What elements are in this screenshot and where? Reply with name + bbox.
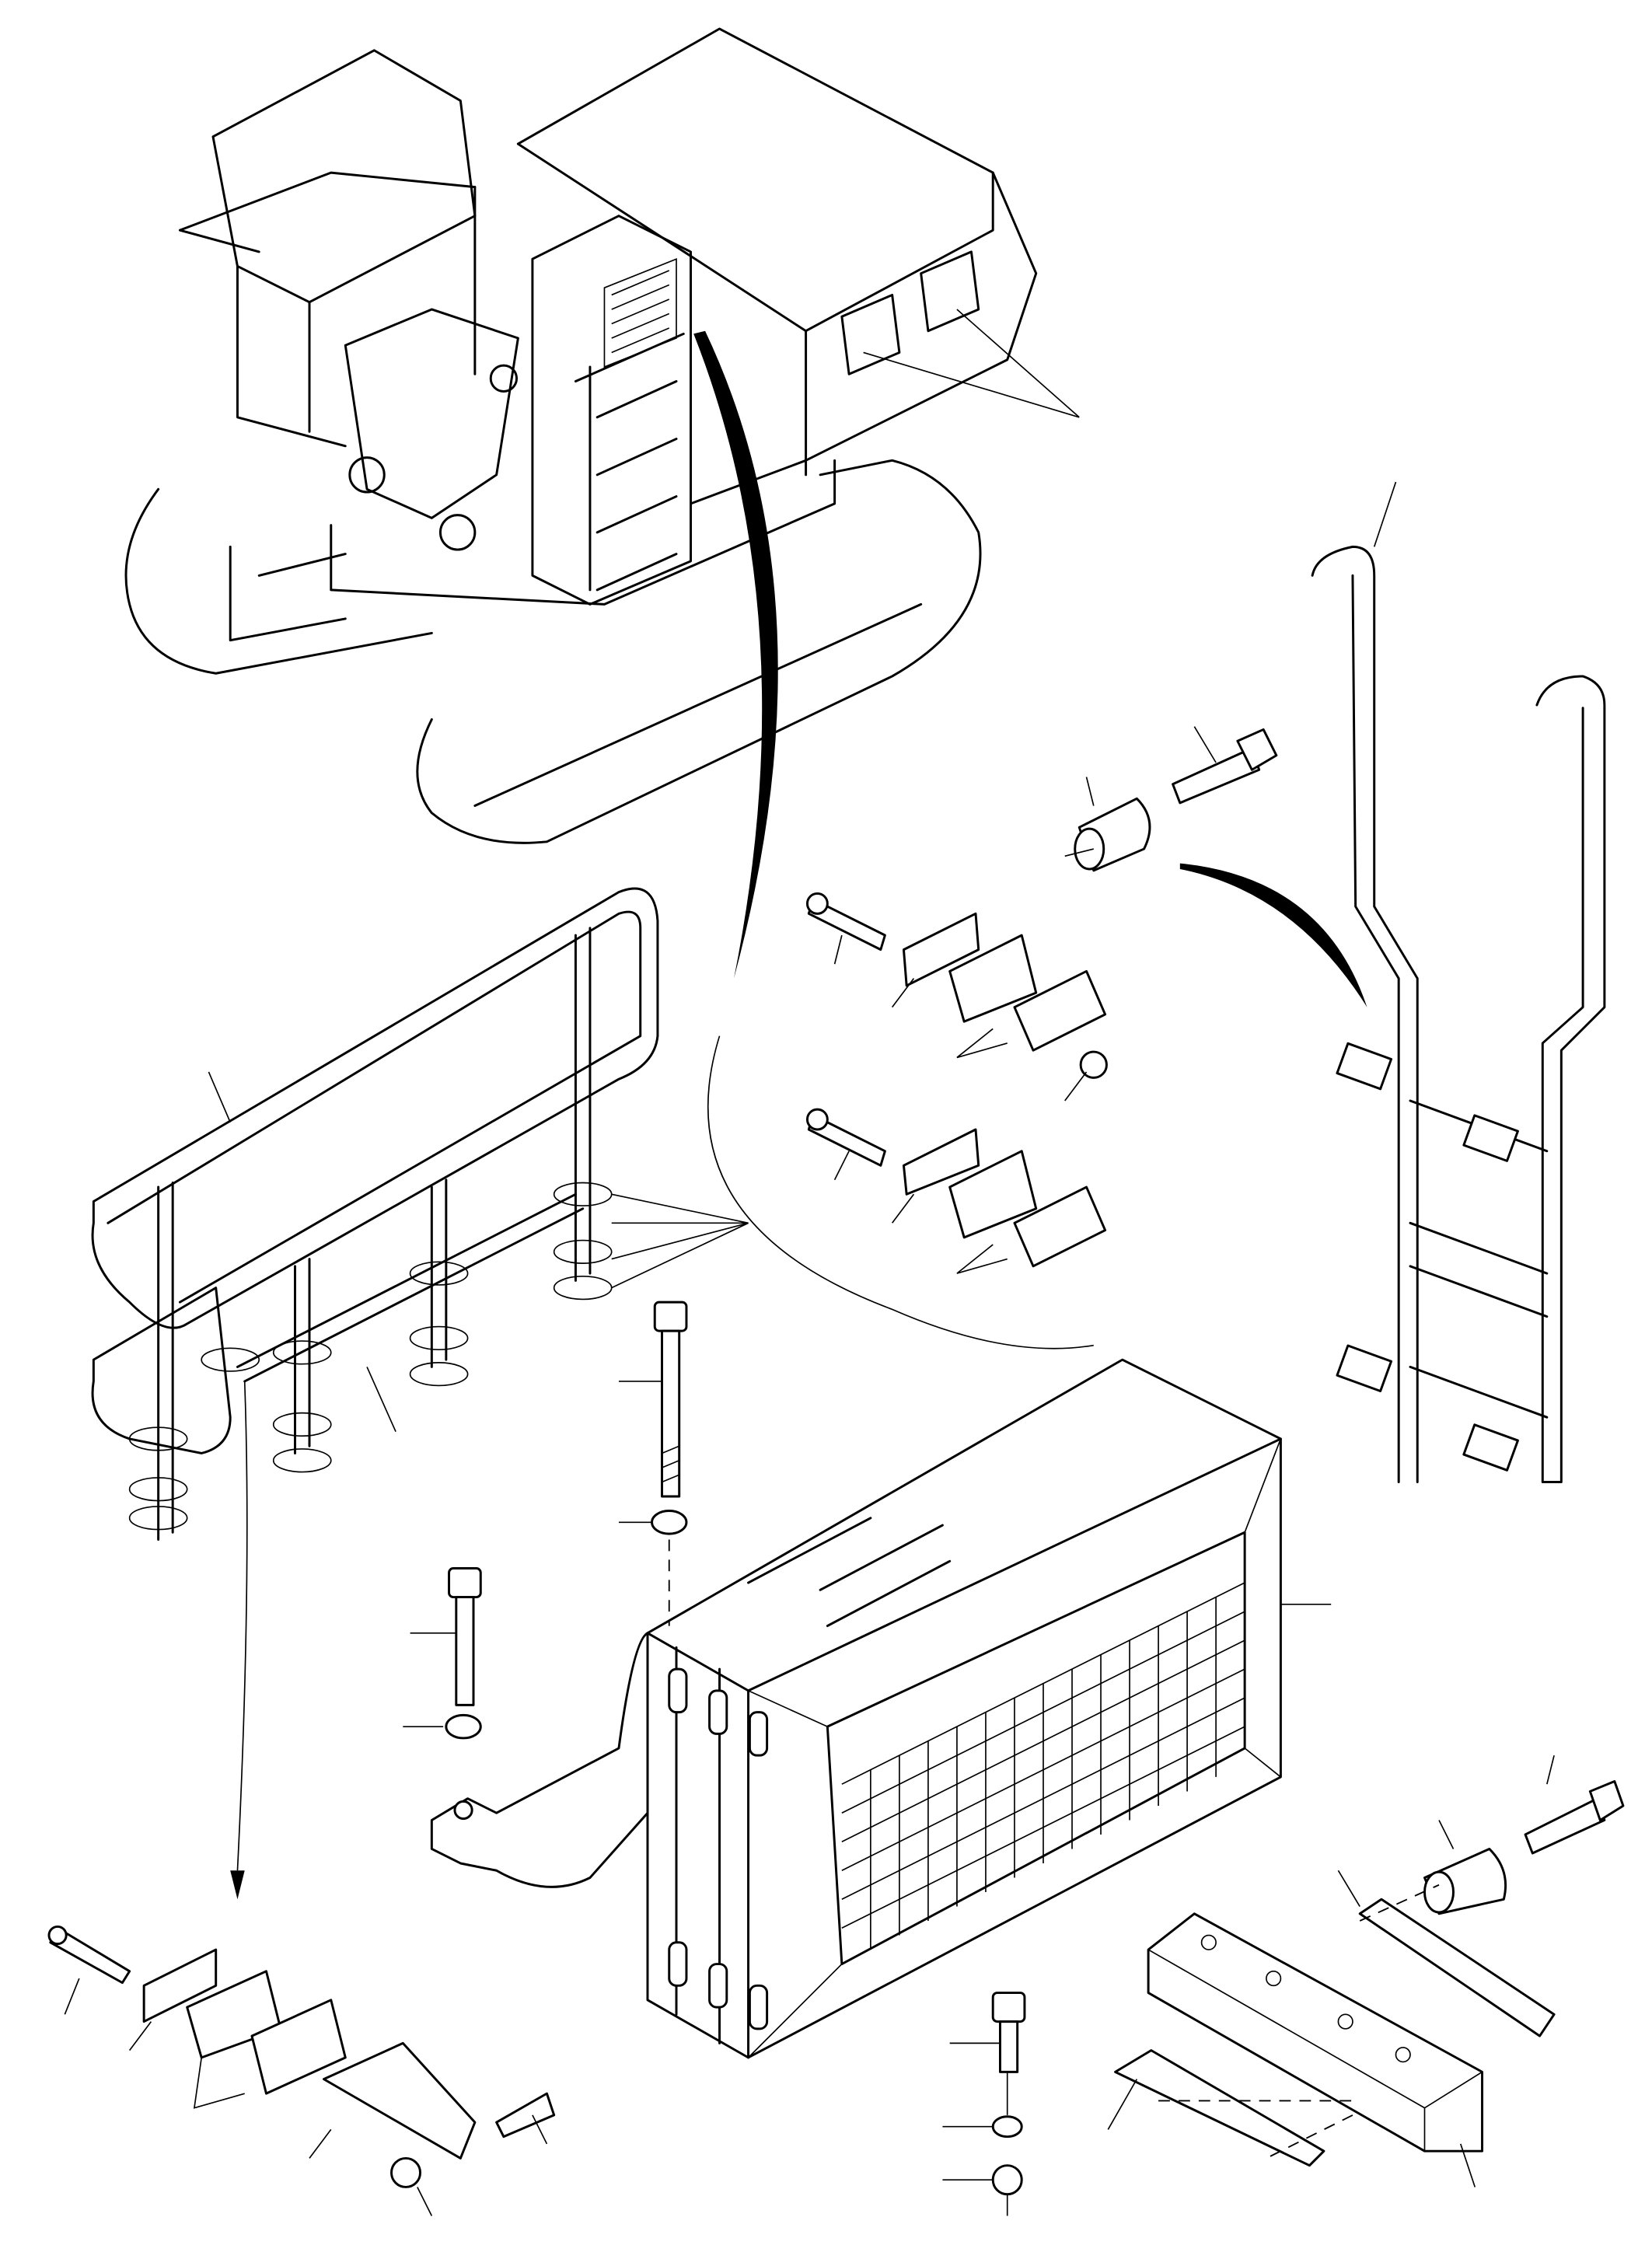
clamp-set-middle [805,1108,1107,1274]
curved-arrow-cooler [693,330,778,979]
spacer-and-bolt [1064,726,1278,872]
curved-arrow-ladder [1179,863,1367,1007]
clamp-set-upper [805,892,1108,1102]
long-bolt [403,1301,688,1740]
ladder [1311,481,1606,1483]
mounting-block-and-brackets [942,1754,1625,2216]
excavator-overview [124,27,1080,844]
railing [91,887,749,1900]
detail-bubble [707,1035,1094,1349]
oil-cooler-unit [430,1358,1332,2059]
clamp-set-bottom [47,1925,556,2216]
